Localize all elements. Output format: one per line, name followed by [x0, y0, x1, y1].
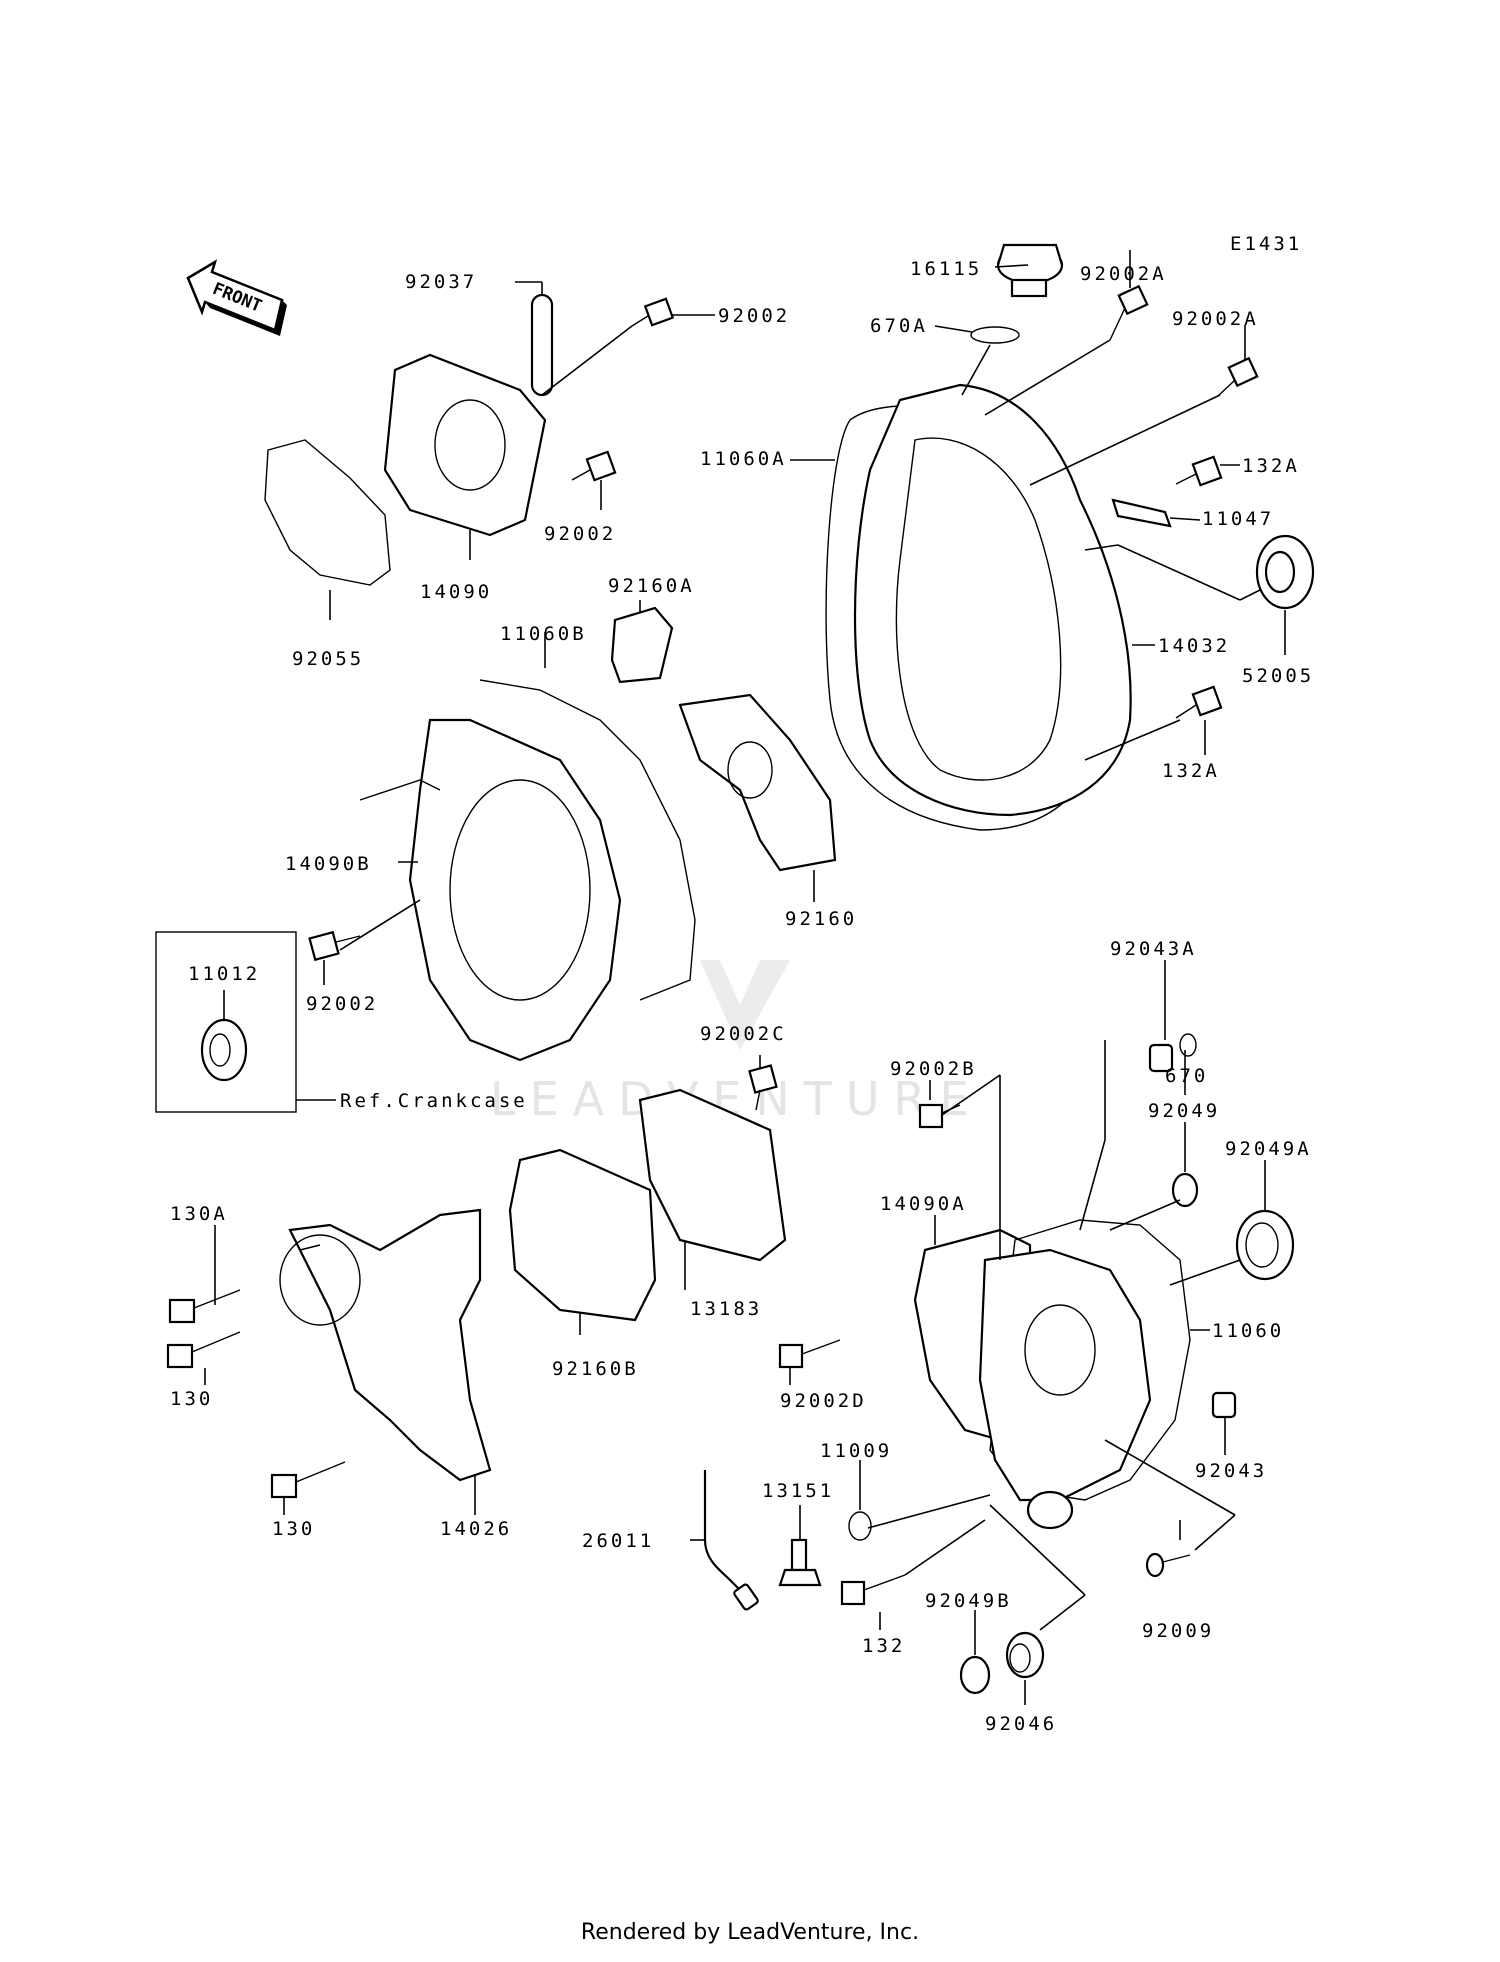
- part-132A-bolt-1: [1175, 455, 1223, 487]
- part-14032-cover: [853, 383, 1132, 817]
- diagram-id: E1431: [1230, 233, 1302, 255]
- label-92043A: 92043A: [1110, 938, 1197, 960]
- part-92160-bracket: [678, 693, 837, 872]
- label-14090: 14090: [420, 581, 492, 603]
- label-132A-2: 132A: [1162, 760, 1220, 782]
- part-670-oring: [1179, 1033, 1197, 1057]
- part-14090B-cover: [359, 718, 622, 1062]
- label-11012: 11012: [188, 963, 260, 985]
- label-14090B: 14090B: [285, 853, 372, 875]
- label-92002A-1: 92002A: [1080, 263, 1167, 285]
- part-cover-body: [978, 1248, 1152, 1530]
- front-arrow: FRONT: [186, 259, 287, 336]
- label-52005: 52005: [1242, 665, 1314, 687]
- footer-credit: Rendered by LeadVenture, Inc.: [580, 1920, 920, 1945]
- label-130A: 130A: [170, 1203, 228, 1225]
- part-92002-bolt-3: [308, 930, 361, 962]
- label-92037: 92037: [405, 271, 477, 293]
- part-92002D-bolt: [778, 1339, 841, 1369]
- part-130A-bolt: [168, 1289, 241, 1324]
- part-92160B-cover: [508, 1148, 657, 1322]
- label-92009: 92009: [1142, 1620, 1214, 1642]
- label-14026: 14026: [440, 1518, 512, 1540]
- label-11009: 11009: [820, 1440, 892, 1462]
- label-11060B: 11060B: [500, 623, 587, 645]
- label-92055: 92055: [292, 648, 364, 670]
- part-92049B-seal: [959, 1655, 991, 1695]
- label-ref-crankcase: Ref.Crankcase: [340, 1090, 528, 1112]
- part-92002C-bolt: [748, 1064, 778, 1111]
- part-130-bolt-1: [166, 1331, 241, 1369]
- part-92002-bolt-2: [571, 450, 617, 482]
- label-130-1: 130: [170, 1388, 213, 1410]
- part-92049A-seal: [1235, 1209, 1295, 1281]
- part-14090-cover: [383, 353, 547, 537]
- part-11012-seal: [200, 1018, 248, 1082]
- part-92043A-dowel: [1148, 1043, 1174, 1073]
- part-92049-seal: [1171, 1172, 1199, 1208]
- part-labels: 16115 670A 92002A 92002A 92037 92002 110…: [170, 258, 1314, 1735]
- part-13183-plate: [638, 1088, 787, 1262]
- part-92160A-block: [610, 606, 674, 684]
- watermark-logo: [700, 960, 790, 1050]
- label-92160: 92160: [785, 908, 857, 930]
- part-92037-strap: [530, 293, 554, 397]
- label-670: 670: [1165, 1065, 1208, 1087]
- label-92002D: 92002D: [780, 1390, 867, 1412]
- label-11060: 11060: [1212, 1320, 1284, 1342]
- label-26011: 26011: [582, 1530, 654, 1552]
- label-92002-2: 92002: [544, 523, 616, 545]
- part-11047-bracket: [1111, 498, 1172, 528]
- label-92049: 92049: [1148, 1100, 1220, 1122]
- part-92046-bearing: [1005, 1631, 1045, 1679]
- label-92002C: 92002C: [700, 1023, 787, 1045]
- label-92049A: 92049A: [1225, 1138, 1312, 1160]
- label-14090A: 14090A: [880, 1193, 967, 1215]
- part-16115-oil-cap: [996, 243, 1064, 298]
- label-92160B: 92160B: [552, 1358, 639, 1380]
- label-14032: 14032: [1158, 635, 1230, 657]
- label-132: 132: [862, 1635, 905, 1657]
- part-92002-bolt-1: [631, 297, 675, 327]
- label-92160A: 92160A: [608, 575, 695, 597]
- part-92043-dowel: [1211, 1391, 1237, 1419]
- label-92049B: 92049B: [925, 1590, 1012, 1612]
- part-670A-oring: [970, 326, 1020, 344]
- part-14026-cover: [279, 1208, 492, 1482]
- label-13183: 13183: [690, 1298, 762, 1320]
- part-52005-seal: [1255, 534, 1315, 610]
- label-16115: 16115: [910, 258, 982, 280]
- label-130-2: 130: [272, 1518, 315, 1540]
- part-130-bolt-2: [270, 1461, 346, 1499]
- part-11060B-gasket: [479, 679, 696, 1001]
- label-13151: 13151: [762, 1480, 834, 1502]
- part-132A-bolt-2: [1175, 685, 1223, 719]
- leader-lines: [204, 250, 1286, 1705]
- label-92043: 92043: [1195, 1460, 1267, 1482]
- label-92046: 92046: [985, 1713, 1057, 1735]
- part-92002A-bolt-1: [1109, 284, 1149, 341]
- label-670A: 670A: [870, 315, 928, 337]
- label-92002-1: 92002: [718, 305, 790, 327]
- label-11047: 11047: [1202, 508, 1274, 530]
- part-92002A-bolt-2: [1217, 356, 1259, 397]
- label-92002-3: 92002: [306, 993, 378, 1015]
- part-92009-screw: [1145, 1552, 1191, 1578]
- part-11009-washer: [848, 1511, 872, 1541]
- label-11060A: 11060A: [700, 448, 787, 470]
- part-92055-gasket: [264, 439, 391, 586]
- ref-crankcase-box: [155, 931, 297, 1113]
- part-26011-sensor: [703, 1470, 759, 1611]
- label-132A-1: 132A: [1242, 455, 1300, 477]
- label-92002B: 92002B: [890, 1058, 977, 1080]
- label-92002A-2: 92002A: [1172, 308, 1259, 330]
- part-13151-switch: [778, 1538, 822, 1587]
- part-132-bolt: [840, 1574, 906, 1606]
